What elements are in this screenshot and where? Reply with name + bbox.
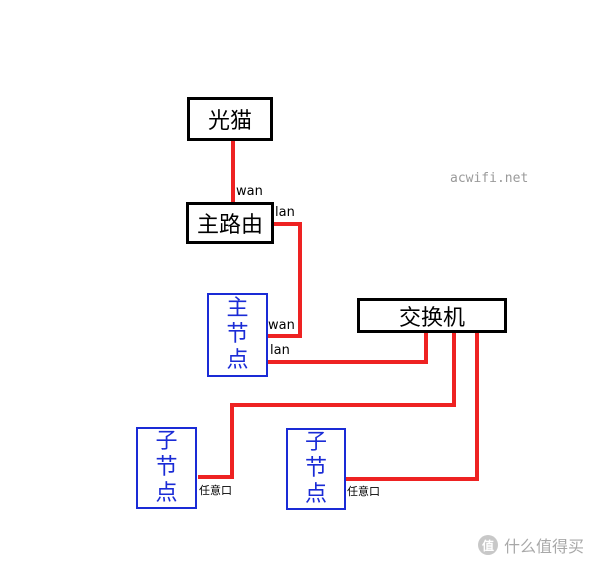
port-label-subnode-1: 任意口	[199, 484, 232, 497]
port-label-subnode-2: 任意口	[347, 485, 380, 498]
wire-mainnode-to-switch	[268, 333, 428, 364]
main-router-box: 主路由	[186, 202, 274, 244]
main-node-label: 主节点	[226, 296, 249, 373]
wire-switch-to-subnode-1	[198, 333, 456, 479]
port-label-modem-wan: wan	[236, 184, 263, 199]
main-router-label: 主路由	[196, 213, 263, 238]
wire-switch-to-subnode-2	[346, 333, 479, 481]
sub-node-2-box: 子节点	[286, 428, 346, 510]
port-label-router-lan: lan	[275, 205, 295, 220]
switch-label: 交换机	[398, 305, 465, 331]
main-node-box: 主节点	[207, 293, 268, 377]
sub-node-1-box: 子节点	[136, 427, 197, 509]
switch-box: 交换机	[357, 298, 507, 333]
modem-label: 光猫	[207, 109, 252, 134]
port-label-mainnode-lan: lan	[270, 343, 290, 358]
watermark-brand: 值 什么值得买	[478, 533, 584, 557]
sub-node-1-label: 子节点	[155, 429, 178, 506]
modem-box: 光猫	[187, 97, 273, 141]
wire-router-to-mainnode	[268, 222, 302, 338]
watermark-site: acwifi.net	[450, 171, 529, 186]
brand-logo-icon: 值	[478, 535, 498, 555]
brand-text: 什么值得买	[504, 537, 585, 556]
sub-node-2-label: 子节点	[304, 430, 327, 507]
port-label-mainnode-wan: wan	[268, 318, 295, 333]
